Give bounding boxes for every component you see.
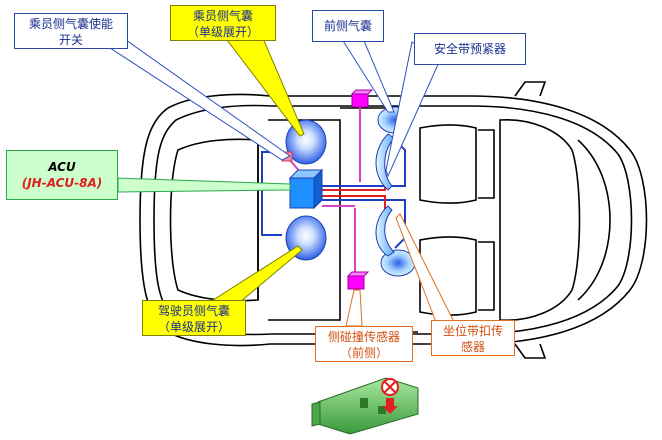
label-seat-position-buckle-sensor: 坐位带扣传 感器 bbox=[431, 320, 515, 356]
seatbelt-pretensioner-top bbox=[375, 133, 395, 191]
side-impact-sensor-top bbox=[350, 89, 374, 108]
mirror-top bbox=[514, 81, 547, 97]
windshield bbox=[499, 119, 581, 321]
side-impact-sensor-bottom bbox=[346, 271, 370, 290]
label-driver-airbag-line2: （单级展开） bbox=[157, 320, 230, 334]
label-passenger-airbag-switch: 乘员侧气囊使能 开关 bbox=[14, 13, 128, 49]
label-driver-airbag-line1: 驾驶员侧气囊 bbox=[157, 304, 230, 318]
label-passenger-airbag-switch-line2: 开关 bbox=[58, 33, 83, 47]
label-side-impact-sensor-line1: 侧碰撞传感器 bbox=[327, 330, 400, 344]
mirror-bottom bbox=[514, 343, 547, 359]
front-seat-passenger bbox=[419, 124, 477, 204]
label-seatbelt-pretensioner-text: 安全带预紧器 bbox=[433, 42, 506, 56]
hood bbox=[577, 139, 611, 301]
car-body bbox=[139, 93, 648, 347]
label-buckle-sensor-line2: 感器 bbox=[460, 340, 485, 354]
label-passenger-airbag: 乘员侧气囊 （单级展开） bbox=[170, 5, 276, 41]
label-side-impact-sensor: 侧碰撞传感器 （前侧） bbox=[315, 326, 413, 362]
label-driver-airbag: 驾驶员侧气囊 （单级展开） bbox=[142, 300, 246, 336]
rear-window bbox=[169, 138, 259, 302]
label-acu: ACU (JH-ACU-8A) bbox=[6, 150, 118, 200]
wire-blue-main2 bbox=[322, 199, 406, 249]
label-front-side-airbag: 前侧气囊 bbox=[312, 10, 384, 42]
label-side-impact-sensor-line2: （前侧） bbox=[339, 346, 388, 360]
front-seat-back-driver bbox=[478, 241, 495, 311]
car-outline bbox=[139, 81, 648, 359]
leader-side-sensor bbox=[345, 289, 363, 327]
buckle-sensor-connector bbox=[311, 377, 419, 435]
label-passenger-airbag-switch-line1: 乘员侧气囊使能 bbox=[28, 17, 113, 31]
wire-blue-bottom bbox=[261, 208, 282, 236]
front-seat-back-passenger bbox=[478, 129, 495, 199]
label-acu-line1: ACU bbox=[48, 160, 76, 174]
label-seatbelt-pretensioner: 安全带预紧器 bbox=[414, 33, 526, 65]
car-body-inner bbox=[153, 104, 633, 336]
label-passenger-airbag-line2: （单级展开） bbox=[186, 25, 259, 39]
leader-acu bbox=[117, 177, 291, 193]
down-arrow-icon bbox=[382, 398, 398, 414]
acu-module bbox=[288, 168, 324, 210]
leader-lines bbox=[102, 35, 455, 327]
seatbelt-pretensioner-bottom bbox=[375, 205, 395, 257]
label-front-side-airbag-text: 前侧气囊 bbox=[323, 19, 372, 33]
leader-driver-airbag bbox=[208, 245, 303, 303]
label-buckle-sensor-line1: 坐位带扣传 bbox=[442, 324, 503, 338]
label-acu-line2: (JH-ACU-8A) bbox=[21, 176, 103, 190]
label-passenger-airbag-line1: 乘员侧气囊 bbox=[192, 9, 253, 23]
